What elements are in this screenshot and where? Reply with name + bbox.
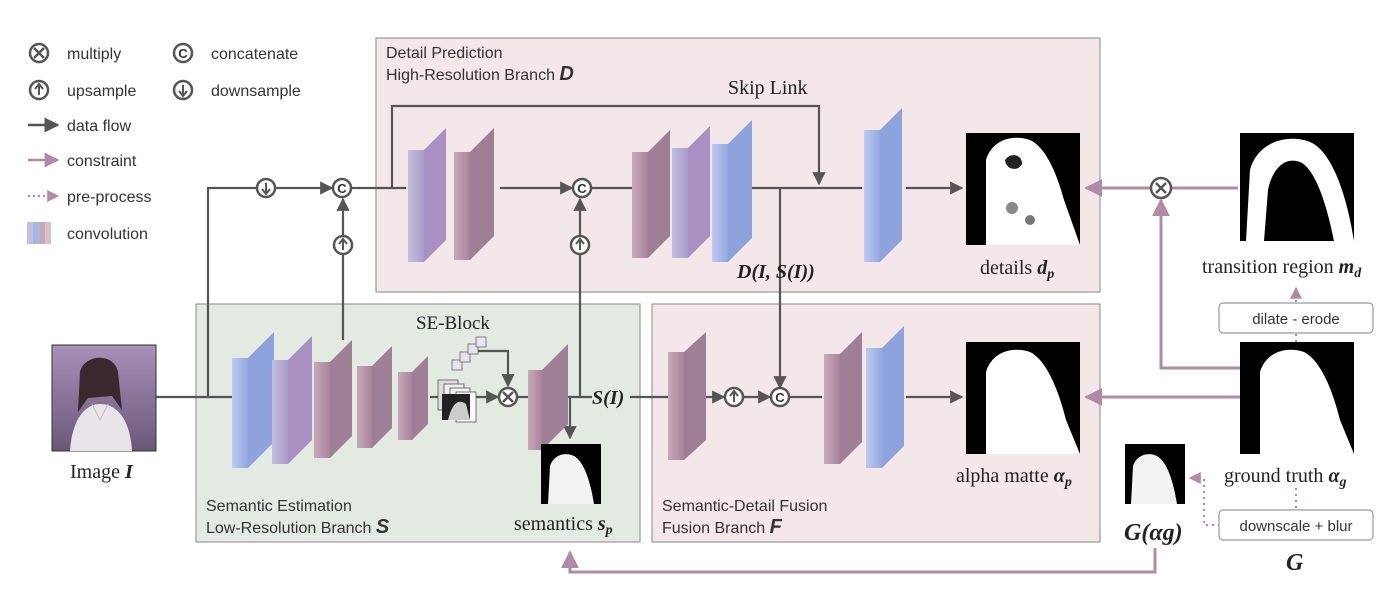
input-label: Image I (70, 461, 134, 483)
fusion-branch-title: Semantic-Detail Fusion (662, 498, 827, 515)
dilate-erode-box: dilate - erode (1218, 302, 1374, 334)
concatenate-legend-icon: C (172, 42, 194, 64)
semantic-conv-6 (528, 344, 568, 450)
legend-concatenate: concatenate (211, 46, 298, 63)
svg-text:C: C (577, 181, 587, 196)
semantic-conv-5 (398, 356, 428, 440)
detail-conv-5 (712, 120, 752, 262)
semantic-conv-4 (357, 346, 392, 448)
svg-text:dilate - erode: dilate - erode (1252, 311, 1340, 328)
legend-convolution: convolution (67, 226, 148, 243)
legend-downsample: downsample (211, 83, 301, 100)
fusion-conv-stack (668, 326, 904, 468)
input-image (51, 344, 157, 452)
fusion-conv-1 (668, 332, 706, 460)
se-block-label: SE-Block (416, 313, 490, 334)
detail-branch-title: Detail Prediction (386, 45, 503, 62)
legend-multiply: multiply (67, 46, 121, 63)
semantic-conv-1 (232, 332, 274, 468)
detail-feature-label: D(I, S(I)) (736, 261, 815, 283)
legend: multiply C concatenate upsample downsamp… (27, 42, 301, 244)
svg-text:C: C (775, 390, 785, 405)
alpha-matte-image (966, 342, 1080, 454)
detail-conv-2 (454, 128, 494, 260)
svg-text:C: C (337, 181, 347, 196)
detail-conv-1 (408, 128, 446, 262)
semantics-label: semantics sp (514, 513, 613, 538)
svg-text:downscale + blur: downscale + blur (1240, 518, 1353, 535)
detail-conv-6 (864, 108, 902, 262)
g-function-label: G (1286, 550, 1304, 576)
semantic-conv-stack (232, 332, 568, 468)
transition-region-label: transition region md (1202, 256, 1362, 281)
detail-branch-subtitle: High-Resolution Branch D (386, 63, 574, 85)
semantic-conv-2 (272, 336, 312, 464)
se-multiply-icon (497, 386, 519, 408)
g-alpha-label: G(αg) (1124, 520, 1183, 546)
details-label: details dp (980, 257, 1054, 282)
upsample-icon-1 (332, 234, 354, 256)
semantic-branch-subtitle: Low-Resolution Branch S (206, 516, 390, 538)
detail-conv-stack (408, 108, 902, 262)
upsample-icon-2 (569, 234, 591, 256)
semantic-branch-title: Semantic Estimation (206, 498, 352, 515)
upsample-icon-3 (723, 386, 745, 408)
constraint-lines (561, 179, 1240, 574)
semantic-conv-3 (314, 340, 352, 458)
semantics-image (541, 444, 601, 504)
legend-upsample: upsample (67, 83, 136, 100)
skip-link-label: Skip Link (728, 77, 807, 99)
downsample-icon (255, 177, 277, 199)
legend-pre-process: pre-process (67, 189, 151, 206)
concat-icon-1: C (331, 177, 353, 199)
transition-region-image (1240, 133, 1354, 241)
concat-icon-3: C (769, 386, 791, 408)
detail-conv-4 (672, 126, 710, 258)
alpha-matte-label: alpha matte αp (956, 465, 1072, 490)
legend-data-flow: data flow (67, 118, 131, 135)
upsample-legend-icon (28, 79, 50, 101)
semantic-feature-label: S(I) (592, 387, 624, 409)
ground-truth-label: ground truth αg (1224, 465, 1347, 490)
multiply-legend-icon (28, 42, 50, 64)
ground-truth-image (1240, 342, 1354, 454)
concat-symbol: C (178, 46, 188, 61)
se-block-cubes (437, 336, 487, 423)
pre-process-lines (1188, 286, 1302, 526)
multiply-icon-gt (1149, 176, 1173, 200)
concat-icon-2: C (571, 177, 593, 199)
details-output-image (966, 133, 1080, 245)
downsample-legend-icon (172, 79, 194, 101)
fusion-conv-3 (866, 326, 904, 468)
data-flow-lines (156, 104, 964, 440)
downscale-blur-box: downscale + blur (1218, 509, 1374, 541)
g-alpha-image (1125, 444, 1185, 504)
convolution-legend-icon (27, 222, 51, 244)
fusion-branch-subtitle: Fusion Branch F (662, 516, 783, 538)
detail-conv-3 (632, 130, 670, 258)
legend-constraint: constraint (67, 153, 137, 170)
fusion-conv-2 (824, 332, 862, 464)
